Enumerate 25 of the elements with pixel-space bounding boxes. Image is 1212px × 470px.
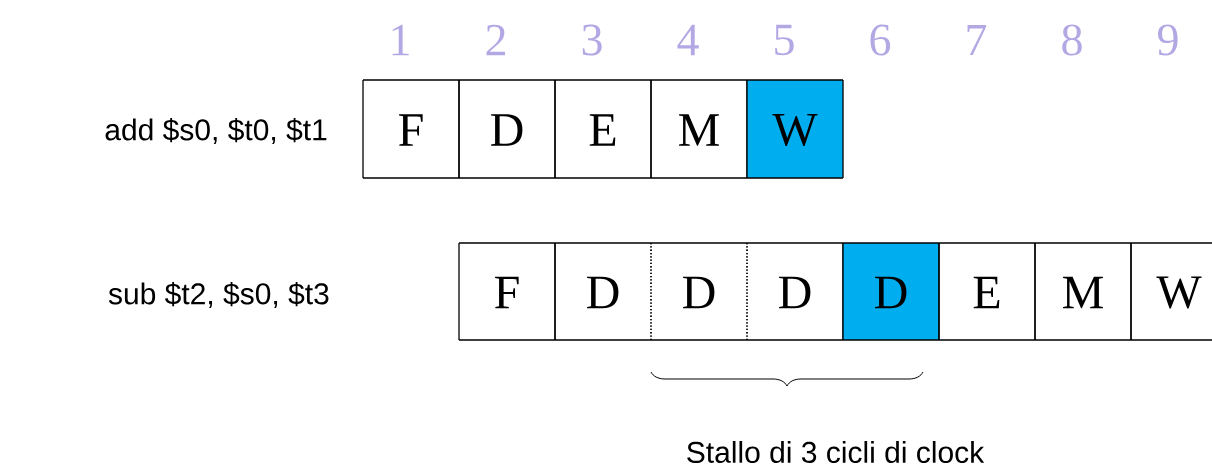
stage-cell: W bbox=[746, 79, 844, 179]
stage-cell: D bbox=[650, 242, 748, 341]
cycle-number: 4 bbox=[677, 24, 699, 56]
cycle-number: 1 bbox=[392, 24, 409, 56]
cycle-number: 8 bbox=[1062, 24, 1082, 56]
stage-cell: D bbox=[458, 79, 556, 179]
cycle-number: 6 bbox=[870, 24, 891, 56]
cycle-number: 5 bbox=[775, 24, 794, 56]
instruction-label: sub $t2, $s0, $t3 bbox=[108, 281, 329, 308]
stage-cell: E bbox=[554, 79, 652, 179]
cycle-number: 9 bbox=[1158, 24, 1178, 56]
stage-cell: D bbox=[842, 242, 940, 341]
stage-cell: W bbox=[1130, 242, 1212, 341]
stage-cell: D bbox=[746, 242, 844, 341]
stage-cell: F bbox=[458, 242, 556, 341]
stage-cell: D bbox=[554, 242, 652, 341]
stage-cell: F bbox=[362, 79, 460, 179]
cycle-number: 7 bbox=[967, 24, 987, 56]
brace-caption: Stallo di 3 cicli di clock bbox=[687, 441, 985, 463]
cycle-number: 3 bbox=[582, 24, 602, 56]
stage-cell: M bbox=[1034, 242, 1132, 341]
instruction-label: add $s0, $t0, $t1 bbox=[105, 117, 327, 144]
stage-cell: M bbox=[650, 79, 748, 179]
cycle-number: 2 bbox=[486, 24, 505, 56]
stage-cell: E bbox=[938, 242, 1036, 341]
